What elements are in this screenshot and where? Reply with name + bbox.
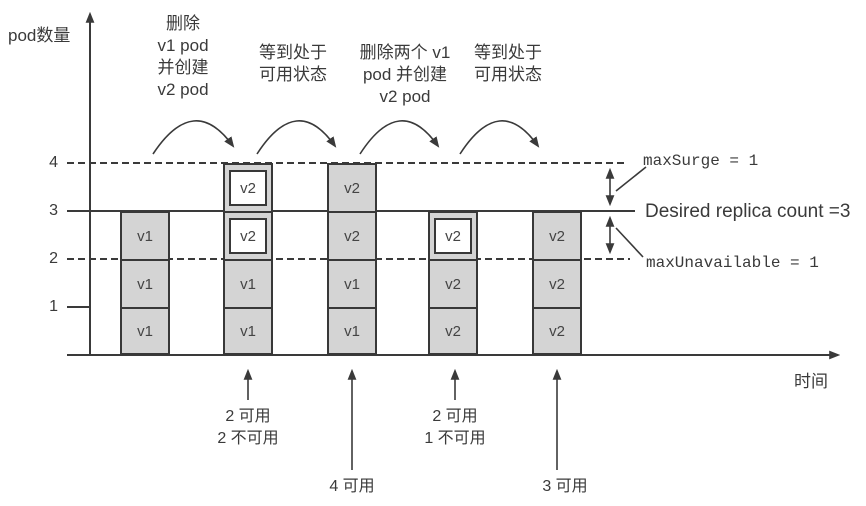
step-label-4: 等到处于 可用状态	[474, 42, 542, 86]
pod-box: v1	[223, 259, 273, 309]
x-axis-label: 时间	[794, 372, 828, 391]
pod-box: v2	[532, 259, 582, 309]
step-arc-3	[359, 120, 440, 155]
y-tick-3: 3	[49, 202, 58, 219]
step-label-1: 删除 v1 pod 并创建 v2 pod	[157, 13, 208, 101]
step-label-line: 可用状态	[474, 65, 542, 84]
pod-box: v1	[120, 211, 170, 261]
step-arc-4	[459, 120, 540, 155]
step-label-line: 等到处于	[259, 43, 327, 62]
pod-box: v2	[428, 259, 478, 309]
pod-box-inner: v2	[229, 170, 267, 206]
pod-label: v1	[137, 322, 153, 340]
pod-box: v2	[327, 211, 377, 261]
pod-box: v2	[327, 163, 377, 213]
step-label-line: 等到处于	[474, 43, 542, 62]
pod-box: v2	[532, 211, 582, 261]
surge-leader-line	[615, 166, 647, 192]
max-surge-annotation: maxSurge = 1	[643, 152, 759, 170]
pod-label: v1	[137, 227, 153, 245]
pod-box-inner: v2	[434, 218, 472, 254]
pod-label: v2	[549, 227, 565, 245]
step-label-line: pod 并创建	[362, 65, 448, 84]
pod-box: v1	[223, 307, 273, 355]
pod-label: v2	[445, 227, 461, 245]
y-tick-2: 2	[49, 250, 58, 267]
status-label-4: 3 可用	[542, 476, 587, 498]
step-label-line: v2 pod	[157, 80, 209, 99]
status-label-3: 2 可用 1 不可用	[424, 406, 485, 450]
unavailable-leader-line	[615, 227, 644, 258]
pod-box: v2	[428, 307, 478, 355]
status-label-2: 4 可用	[329, 476, 374, 498]
pod-label: v2	[240, 179, 256, 197]
pod-label: v2	[549, 322, 565, 340]
pod-box: v1	[327, 307, 377, 355]
status-label-1: 2 可用 2 不可用	[217, 406, 278, 450]
pod-box-pending: v2	[223, 163, 273, 213]
step-label-line: v2 pod	[379, 87, 431, 106]
pod-box: v1	[120, 307, 170, 355]
status-label-line: 2 可用	[432, 408, 478, 425]
pod-box-inner: v2	[229, 218, 267, 254]
step-arc-1	[152, 120, 235, 155]
pod-label: v1	[240, 322, 256, 340]
pod-box: v1	[327, 259, 377, 309]
pod-box: v2	[532, 307, 582, 355]
y-tick-4: 4	[49, 154, 58, 171]
step-label-line: 可用状态	[259, 65, 327, 84]
pod-label: v1	[137, 275, 153, 293]
pod-box: v1	[120, 259, 170, 309]
step-arc-2	[256, 120, 337, 155]
max-unavailable-annotation: maxUnavailable = 1	[646, 254, 819, 272]
pod-label: v1	[344, 322, 360, 340]
pod-box-pending: v2	[428, 211, 478, 261]
pod-box-pending: v2	[223, 211, 273, 261]
y-tick-1: 1	[49, 298, 58, 315]
pod-label: v2	[240, 227, 256, 245]
step-label-3: 删除两个 v1 pod 并创建 v2 pod	[360, 42, 451, 108]
step-label-line: v1 pod	[157, 36, 209, 55]
pod-label: v1	[240, 275, 256, 293]
desired-replica-annotation: Desired replica count =3	[645, 201, 851, 222]
pod-label: v2	[344, 179, 360, 197]
pod-label: v1	[344, 275, 360, 293]
pod-label: v2	[344, 227, 360, 245]
pod-label: v2	[549, 275, 565, 293]
status-label-line: 2 不可用	[217, 430, 279, 447]
status-label-line: 4 可用	[329, 478, 375, 495]
pod-label: v2	[445, 322, 461, 340]
status-label-line: 3 可用	[542, 478, 588, 495]
y-axis-label: pod数量	[8, 26, 71, 45]
step-label-line: 并创建	[157, 58, 209, 77]
step-label-2: 等到处于 可用状态	[259, 42, 327, 86]
status-label-line: 1 不可用	[424, 430, 486, 447]
status-label-line: 2 可用	[225, 408, 271, 425]
step-label-line: 删除两个 v1	[359, 43, 451, 62]
step-label-line: 删除	[165, 14, 200, 33]
pod-label: v2	[445, 275, 461, 293]
